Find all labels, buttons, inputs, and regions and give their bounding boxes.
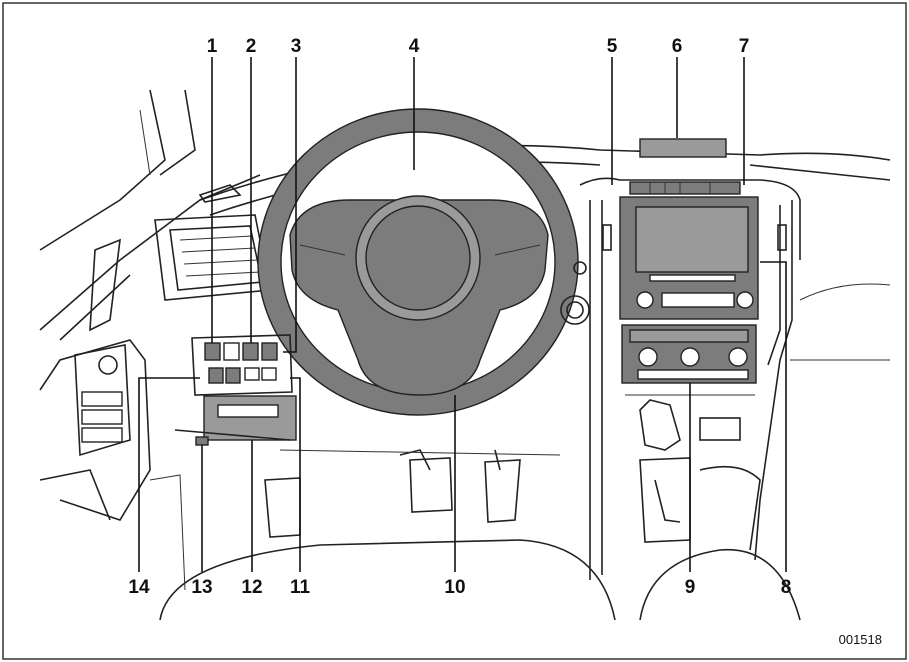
console-side-vents [560,224,787,325]
callout-11: 11 [290,577,311,598]
callout-2: 2 [246,36,257,57]
callout-14: 14 [128,577,150,598]
callout-4: 4 [409,36,420,57]
callout-10: 10 [444,577,465,598]
a-pillar [39,89,261,341]
callout-13: 13 [191,577,212,598]
callout-9: 9 [685,577,696,598]
driver-seat [159,539,801,621]
figure-id: 001518 [839,632,882,647]
door-panel [39,238,151,521]
callout-8: 8 [781,577,792,598]
callout-6: 6 [672,36,683,57]
left-switch-panel [174,334,297,446]
callout-12: 12 [241,577,262,598]
leader-lines [138,57,787,572]
center-console [579,138,801,580]
callout-7: 7 [739,36,750,57]
callout-5: 5 [607,36,618,57]
steering-wheel [257,108,579,416]
callout-1: 1 [207,36,218,57]
callout-labels: 1 2 3 4 5 6 7 8 9 10 11 12 13 14 [128,36,791,598]
callout-3: 3 [291,36,302,57]
